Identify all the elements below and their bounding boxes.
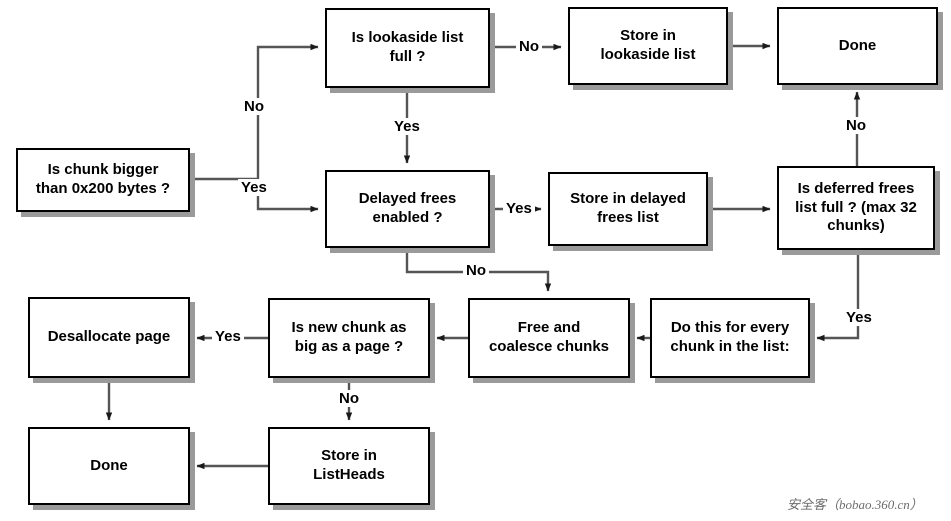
node-label: Done	[838, 36, 877, 54]
edge-label-no-lookaside-full: No	[516, 38, 542, 55]
edge-label-yes-chunk-bigger: Yes	[238, 179, 270, 196]
node-desallocate-page[interactable]: Desallocate page	[28, 297, 190, 378]
node-done-top[interactable]: Done	[777, 7, 938, 85]
edge-no-to-lookaside	[256, 43, 319, 179]
edge-label-yes-deferred-full: Yes	[843, 309, 875, 326]
node-label: Done	[90, 456, 128, 474]
edge-label-no-deferred-full: No	[843, 117, 869, 134]
watermark: 安全客（bobao.360.cn）	[787, 497, 923, 512]
edge-label-no-delayed-frees: No	[463, 262, 489, 279]
node-label: Desallocate page	[47, 328, 171, 346]
edge-label-yes-lookaside-full: Yes	[391, 118, 423, 135]
node-done-bottom[interactable]: Done	[28, 427, 190, 505]
edge-label-yes-new-chunk: Yes	[212, 328, 244, 345]
edge-label-no-new-chunk: No	[336, 390, 362, 407]
edge-label-yes-delayed-frees: Yes	[503, 200, 535, 217]
edge-label-no-chunk-bigger: No	[241, 98, 267, 115]
edge-deferred-yes-doevery	[816, 250, 860, 342]
